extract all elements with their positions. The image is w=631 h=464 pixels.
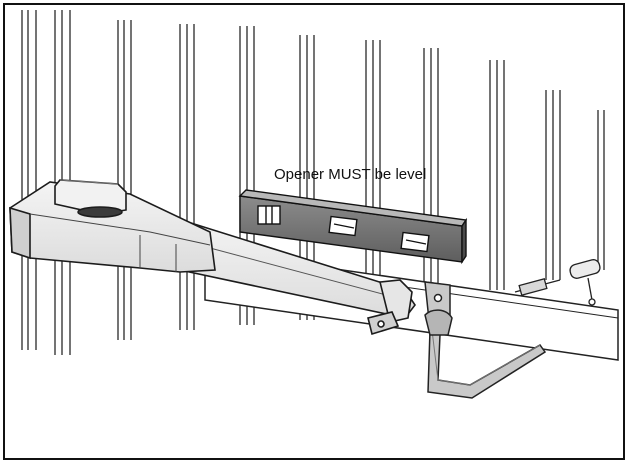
level-vial-left [257, 205, 281, 225]
opener-arm [9, 179, 416, 336]
level-vial-right [400, 231, 430, 253]
gate-pickets [21, 10, 605, 355]
spring-hardware [514, 259, 601, 306]
level-vial-center [328, 215, 358, 237]
gate-bracket [424, 281, 547, 399]
bubble-level [238, 189, 468, 265]
caption-label: Opener MUST be level [274, 166, 426, 183]
